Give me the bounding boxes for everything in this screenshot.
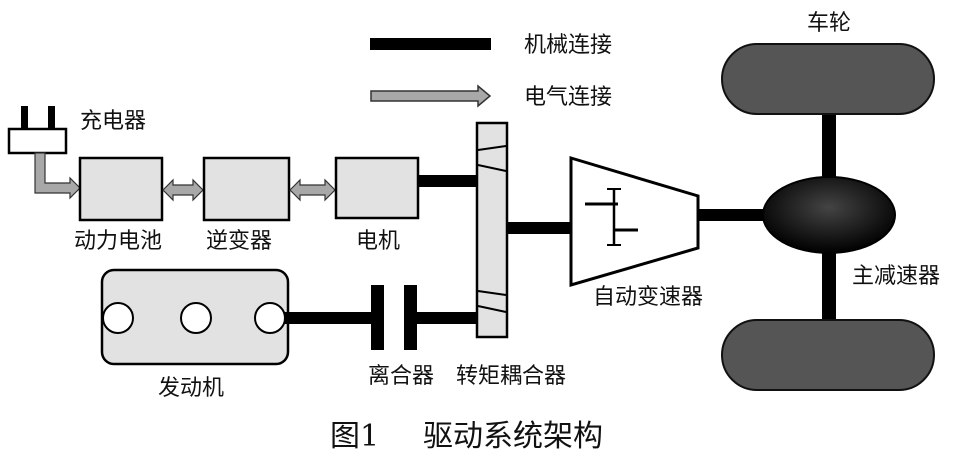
figure-number: 图1 (330, 419, 379, 454)
legend-mechanical-label: 机械连接 (524, 33, 612, 58)
inverter-motor-link (289, 178, 336, 202)
motor-label: 电机 (356, 229, 400, 254)
charger-label: 充电器 (80, 109, 146, 134)
clutch-output-shaft (417, 312, 478, 324)
inverter-label: 逆变器 (206, 229, 272, 254)
inverter-box (202, 156, 291, 222)
charger-plug-icon (7, 106, 68, 155)
legend-electrical-arrow (370, 84, 492, 108)
engine-label: 发动机 (158, 376, 224, 401)
legend-mechanical-swatch (370, 38, 491, 50)
motor-box (334, 156, 420, 220)
clutch-plate-left (371, 285, 384, 350)
figure-title: 驱动系统架构 (423, 419, 603, 454)
engine-shaft (285, 312, 371, 324)
transmission-output-shaft (697, 209, 767, 221)
battery-box (78, 156, 164, 222)
axle-lower (822, 245, 836, 320)
transmission-label: 自动变速器 (593, 285, 703, 310)
axle-upper (822, 110, 836, 180)
final-drive-label: 主减速器 (852, 264, 940, 289)
engine-cylinder (180, 302, 212, 334)
coupler-output-shaft (507, 222, 573, 234)
battery-label: 动力电池 (74, 229, 162, 254)
legend: 机械连接 电气连接 (370, 33, 612, 110)
wheel-upper (721, 43, 935, 115)
engine-cylinder (254, 302, 286, 334)
torque-coupler (475, 121, 509, 339)
engine (100, 268, 290, 366)
battery-inverter-link (162, 178, 204, 202)
wheel-lower (721, 319, 935, 391)
wheel-label: 车轮 (807, 11, 851, 36)
transmission (569, 155, 700, 287)
clutch-label: 离合器 (368, 364, 434, 389)
charger-to-battery-arrow (34, 152, 81, 200)
final-drive (762, 176, 896, 254)
motor-shaft (418, 175, 478, 187)
torque-coupler-label: 转矩耦合器 (456, 364, 566, 389)
clutch-plate-right (404, 285, 417, 350)
engine-cylinder (102, 302, 134, 334)
legend-electrical-label: 电气连接 (524, 85, 612, 110)
